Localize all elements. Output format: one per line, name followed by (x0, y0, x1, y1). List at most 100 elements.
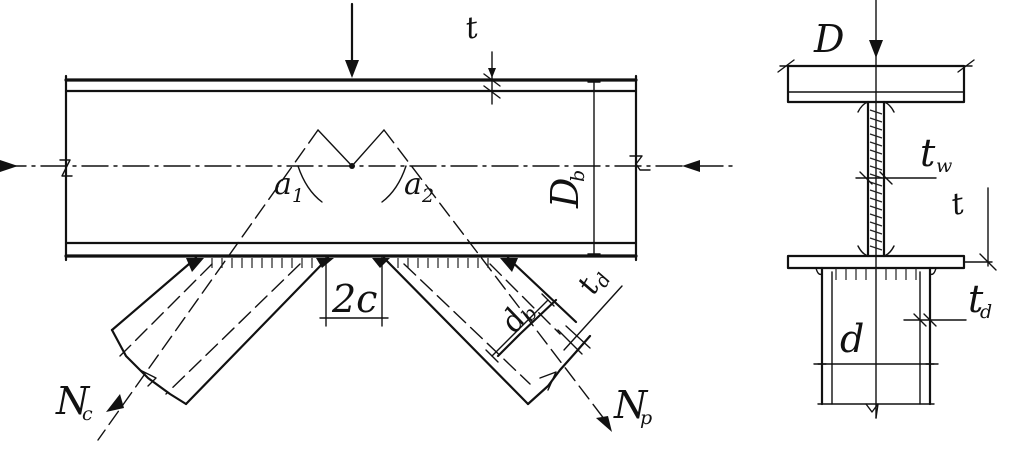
web-hatch-line (869, 109, 883, 115)
label-2c: 2c (331, 277, 377, 321)
web-hatch-line (869, 213, 883, 219)
label-Db: D b (543, 170, 589, 209)
web-fillet-br (883, 245, 895, 257)
left-brace-outer-edge (110, 256, 198, 332)
angle-arcs (297, 165, 407, 203)
right-brace-hidden-1 (403, 263, 531, 385)
label-tw: t (920, 131, 936, 175)
web-hatch-line (869, 197, 883, 203)
td-right-tick-1 (913, 313, 927, 327)
web-fillet-tr (883, 101, 895, 113)
web-hatch-line (869, 125, 883, 131)
cross-section (777, 0, 997, 419)
left-brace-weld-outer (186, 258, 204, 272)
db-tick-1 (485, 349, 499, 363)
tw-tick-2 (879, 171, 893, 185)
right-brace-axis-top (351, 129, 385, 167)
Np-arrow-head (596, 416, 612, 432)
web-hatching (869, 109, 883, 251)
t-right-tick (979, 253, 997, 271)
left-brace-weld-inner (316, 258, 334, 268)
chord-axis (0, 160, 737, 172)
left-brace-axis (97, 129, 319, 441)
web-hatch-line (869, 133, 883, 139)
section-load-arrow (869, 40, 883, 58)
tube-weld-right (929, 267, 937, 276)
D-dim-slash-left (777, 59, 795, 73)
label-D: D (813, 17, 844, 61)
left-brace-hidden-1 (119, 263, 213, 357)
label-td-left: t d (571, 270, 616, 300)
brace-axes (97, 129, 609, 441)
right-brace-inner-edge (382, 256, 530, 406)
web-hatch-line (869, 245, 883, 251)
web-fillet-tl (857, 101, 869, 113)
right-brace-weld-inner (372, 258, 390, 268)
db-dim-line (491, 299, 549, 357)
left-brace-inner-edge (184, 256, 330, 406)
weld-hatching (211, 258, 489, 268)
label-t-right: t (948, 186, 968, 223)
chord-beam (59, 74, 651, 262)
right-brace (372, 256, 592, 406)
td-tick-1 (557, 329, 583, 355)
left-brace-axis-top (317, 129, 353, 167)
db-tick-2 (541, 293, 555, 307)
td-dim-line (563, 285, 623, 351)
right-brace-section-line (496, 298, 558, 358)
two-c-dimension (319, 257, 389, 327)
chord-left-break (59, 159, 73, 177)
label-Np: N (613, 383, 649, 427)
Nc-force (106, 394, 124, 412)
web-hatch-line (869, 117, 883, 123)
D-dim-slash-right (957, 59, 975, 73)
td-right-tick-2 (923, 313, 937, 327)
web-hatch-line (869, 141, 883, 147)
t-top-tick-2 (483, 85, 501, 99)
right-brace-axis (383, 129, 609, 425)
right-brace-weld-outer (500, 258, 518, 272)
td-dimension-left (557, 285, 623, 355)
left-brace-hidden-2 (165, 263, 301, 395)
section-top-flange (786, 64, 966, 104)
label-t-top: t (463, 10, 482, 47)
web-hatch-line (869, 237, 883, 243)
label-td-right-sub: d (980, 301, 992, 323)
t-top-marker (483, 51, 501, 105)
label-Np-sub: p (640, 407, 652, 429)
tube-weld-hatching (835, 268, 917, 280)
label-Nc-sub: c (82, 403, 93, 425)
label-alpha2-sub: 2 (421, 185, 434, 207)
web-hatch-line (869, 205, 883, 211)
left-brace-cut-end (110, 328, 188, 406)
label-d: d (840, 317, 864, 361)
web-hatch-line (869, 149, 883, 155)
tube-break (865, 403, 879, 419)
web-hatch-line (869, 165, 883, 171)
label-tw-sub: w (936, 155, 952, 177)
db-dimension (485, 293, 555, 363)
t-top-arrow (488, 68, 496, 78)
left-brace (110, 256, 334, 406)
alpha1-arc (297, 165, 323, 203)
alpha2-arc (381, 165, 407, 203)
right-brace-outer-edge (506, 256, 578, 324)
label-td-right: t (968, 277, 984, 321)
label-Db-sub: b (567, 170, 589, 182)
web-hatch-line (869, 221, 883, 227)
right-axis-arrow (682, 160, 700, 172)
chord-right-break (629, 155, 651, 171)
load-arrow-head (345, 60, 359, 78)
top-load-arrow (345, 2, 359, 78)
web-hatch-line (869, 229, 883, 235)
label-Nc: N (55, 379, 91, 423)
axes-intersection (349, 163, 355, 169)
label-db: d b (494, 303, 542, 339)
label-alpha1: a (274, 167, 292, 202)
Np-force (596, 416, 612, 432)
Nc-arrow-head (106, 394, 124, 412)
web-hatch-line (869, 189, 883, 195)
web-fillet-bl (857, 245, 869, 257)
